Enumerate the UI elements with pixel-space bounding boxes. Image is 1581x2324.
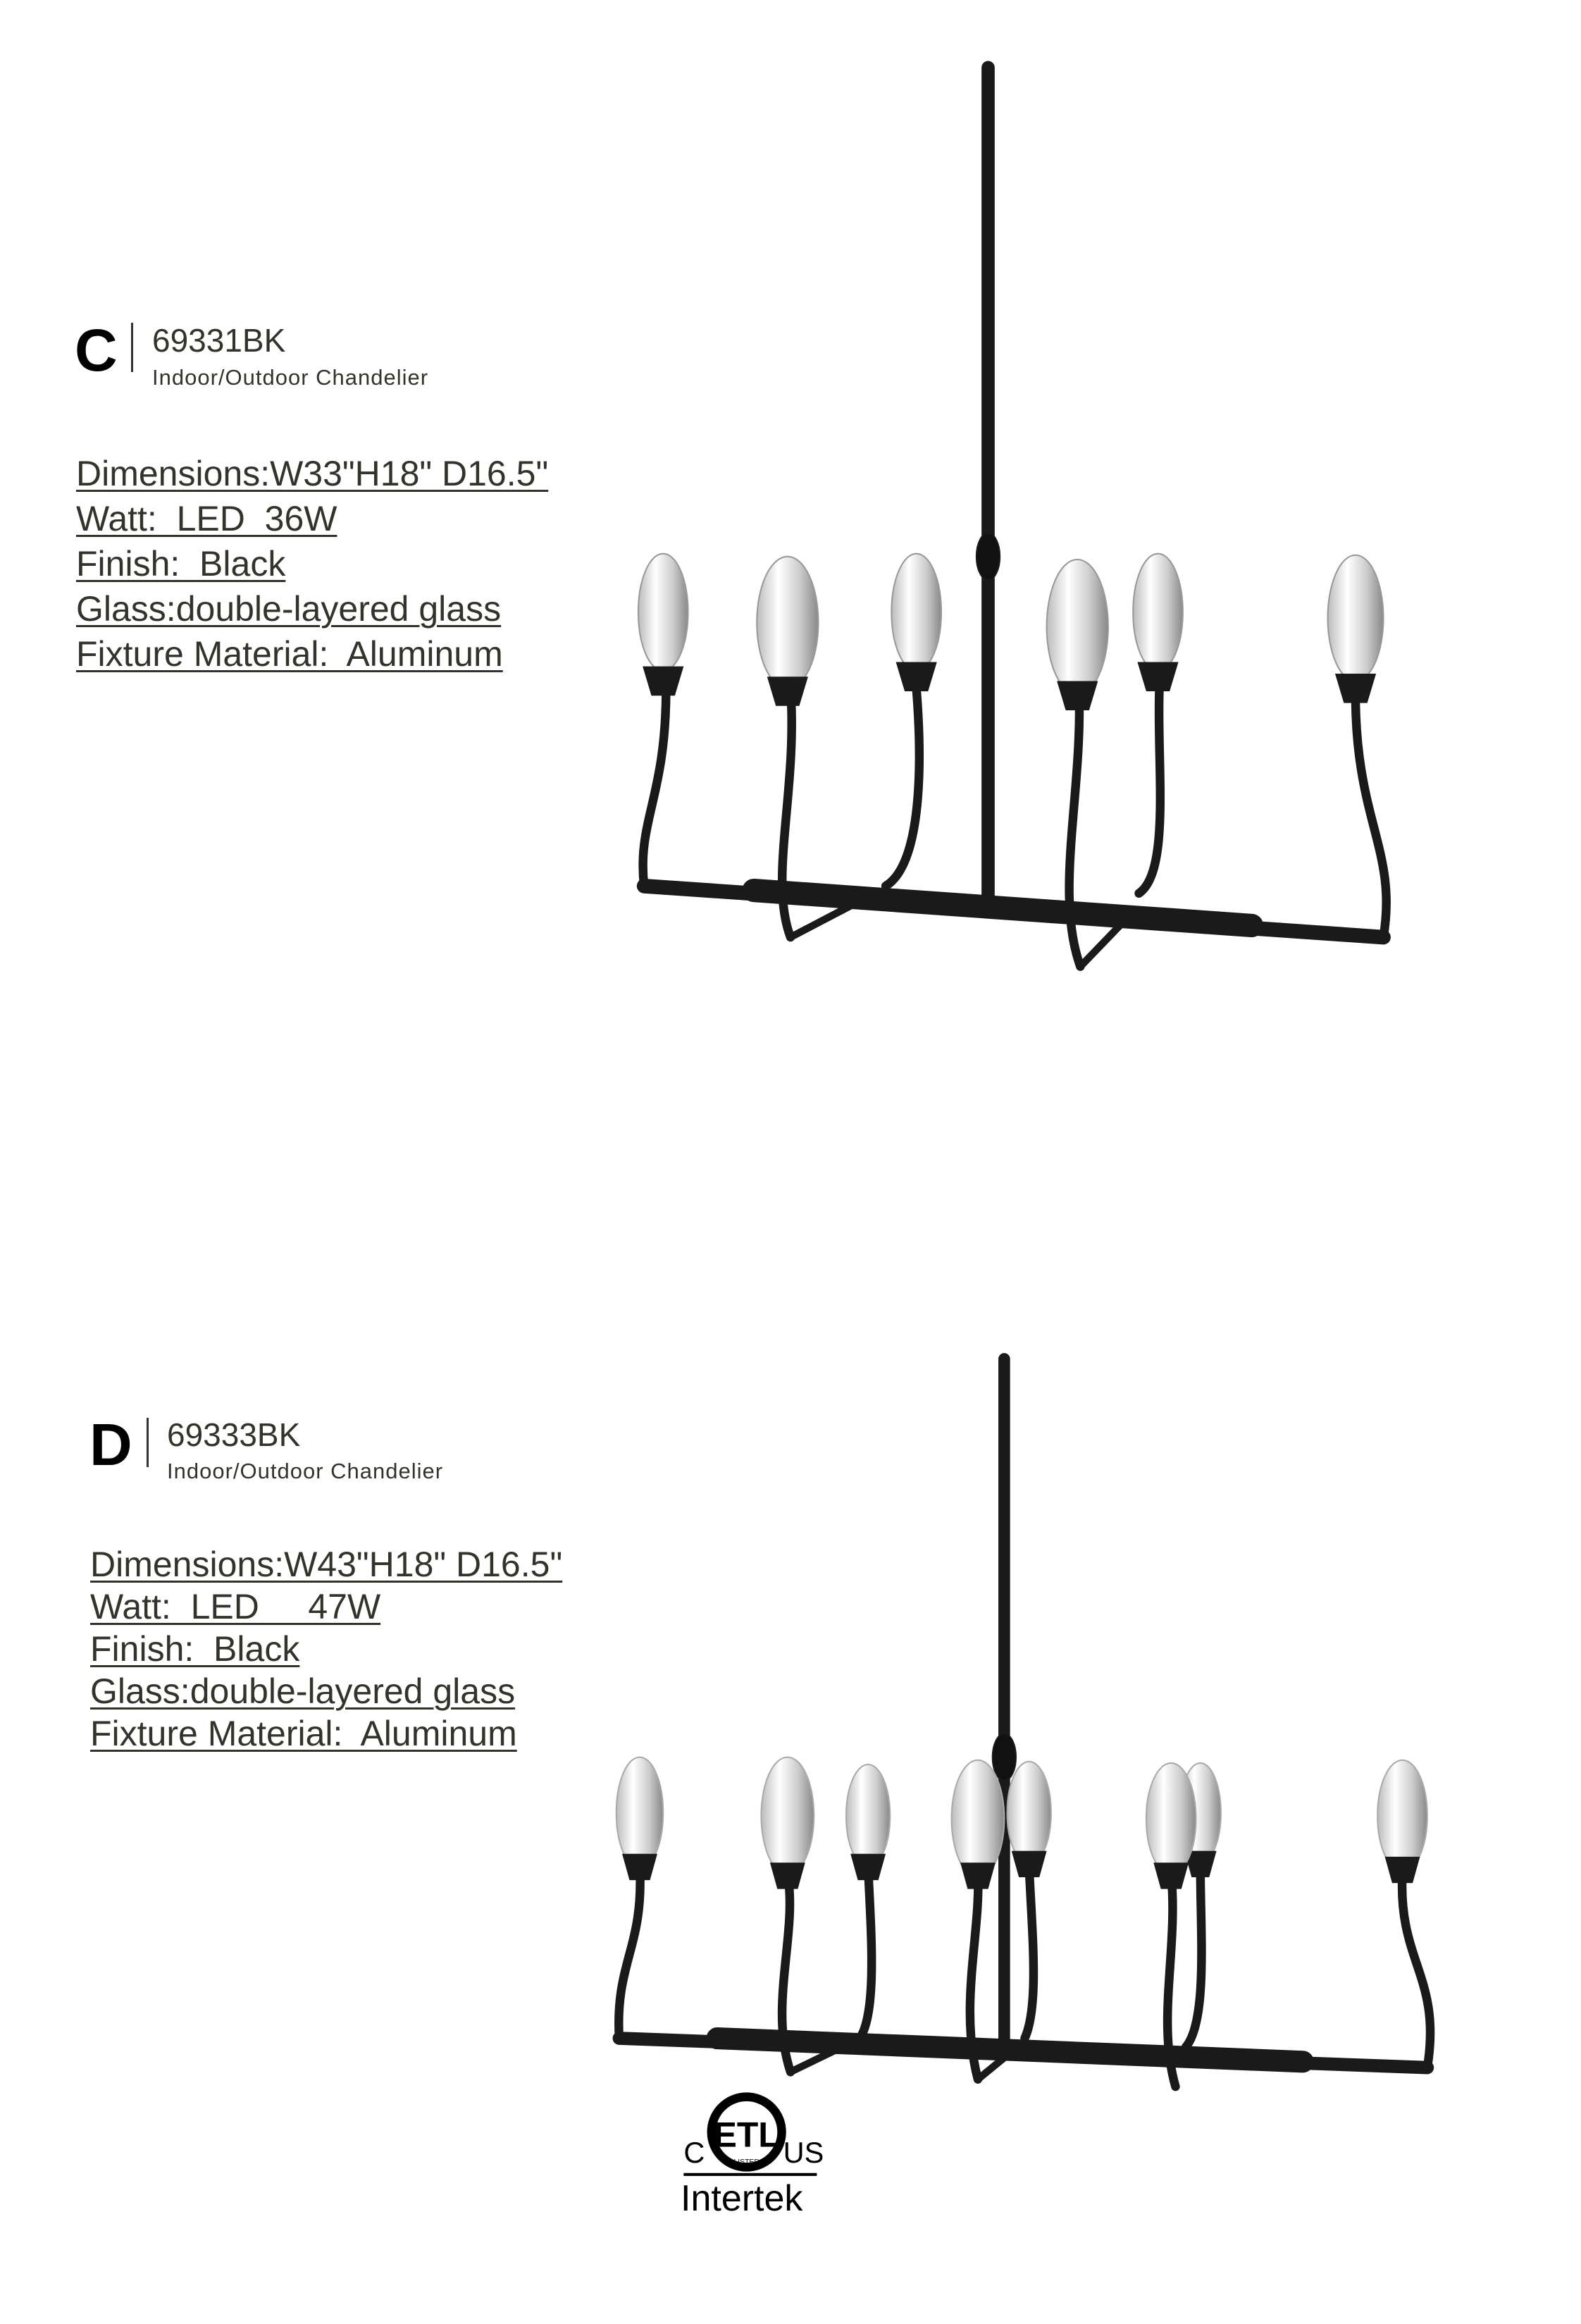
etl-listed-text: LISTED [734,2158,760,2166]
spec-watt: Watt: LED 47W [90,1587,381,1626]
spec-glass: Glass:double-layered glass [76,589,502,629]
spec-watt: Watt: LED 36W [76,499,337,538]
etl-us-text: US [783,2136,824,2169]
product-c-model: 69331BK [152,322,286,359]
spec-dimensions: Dimensions:W43"H18" D16.5" [90,1545,563,1584]
spec-glass: Glass:double-layered glass [90,1671,516,1711]
etl-mark-text: ETL [714,2115,780,2154]
spec-dimensions: Dimensions:W33"H18" D16.5" [76,454,549,493]
spec-finish: Finish: Black [76,544,286,583]
chandelier-c-image [636,61,1391,971]
intertek-label: Intertek [681,2178,803,2219]
spec-material: Fixture Material: Aluminum [76,634,503,674]
divider [131,323,133,372]
product-d-letter: D [89,1411,132,1478]
product-c-type: Indoor/Outdoor Chandelier [152,365,429,390]
chandelier-d-lamps [615,1756,1428,1889]
product-c-letter: C [75,317,118,383]
chandelier-d-image [612,1353,1435,2091]
spec-material: Fixture Material: Aluminum [90,1714,517,1753]
product-d-specs: Dimensions:W43"H18" D16.5" Watt: LED 47W… [90,1543,562,1755]
product-c-specs: Dimensions:W33"H18" D16.5" Watt: LED 36W… [76,451,548,676]
divider [147,1418,149,1467]
product-d-type: Indoor/Outdoor Chandelier [167,1459,444,1483]
chandelier-c-lamps [637,552,1384,711]
etl-c-text: C [683,2136,705,2169]
etl-listed-logo-icon: ETL LISTED C US [683,2092,824,2176]
spec-finish: Finish: Black [90,1629,300,1669]
product-d-model: 69333BK [167,1416,301,1453]
